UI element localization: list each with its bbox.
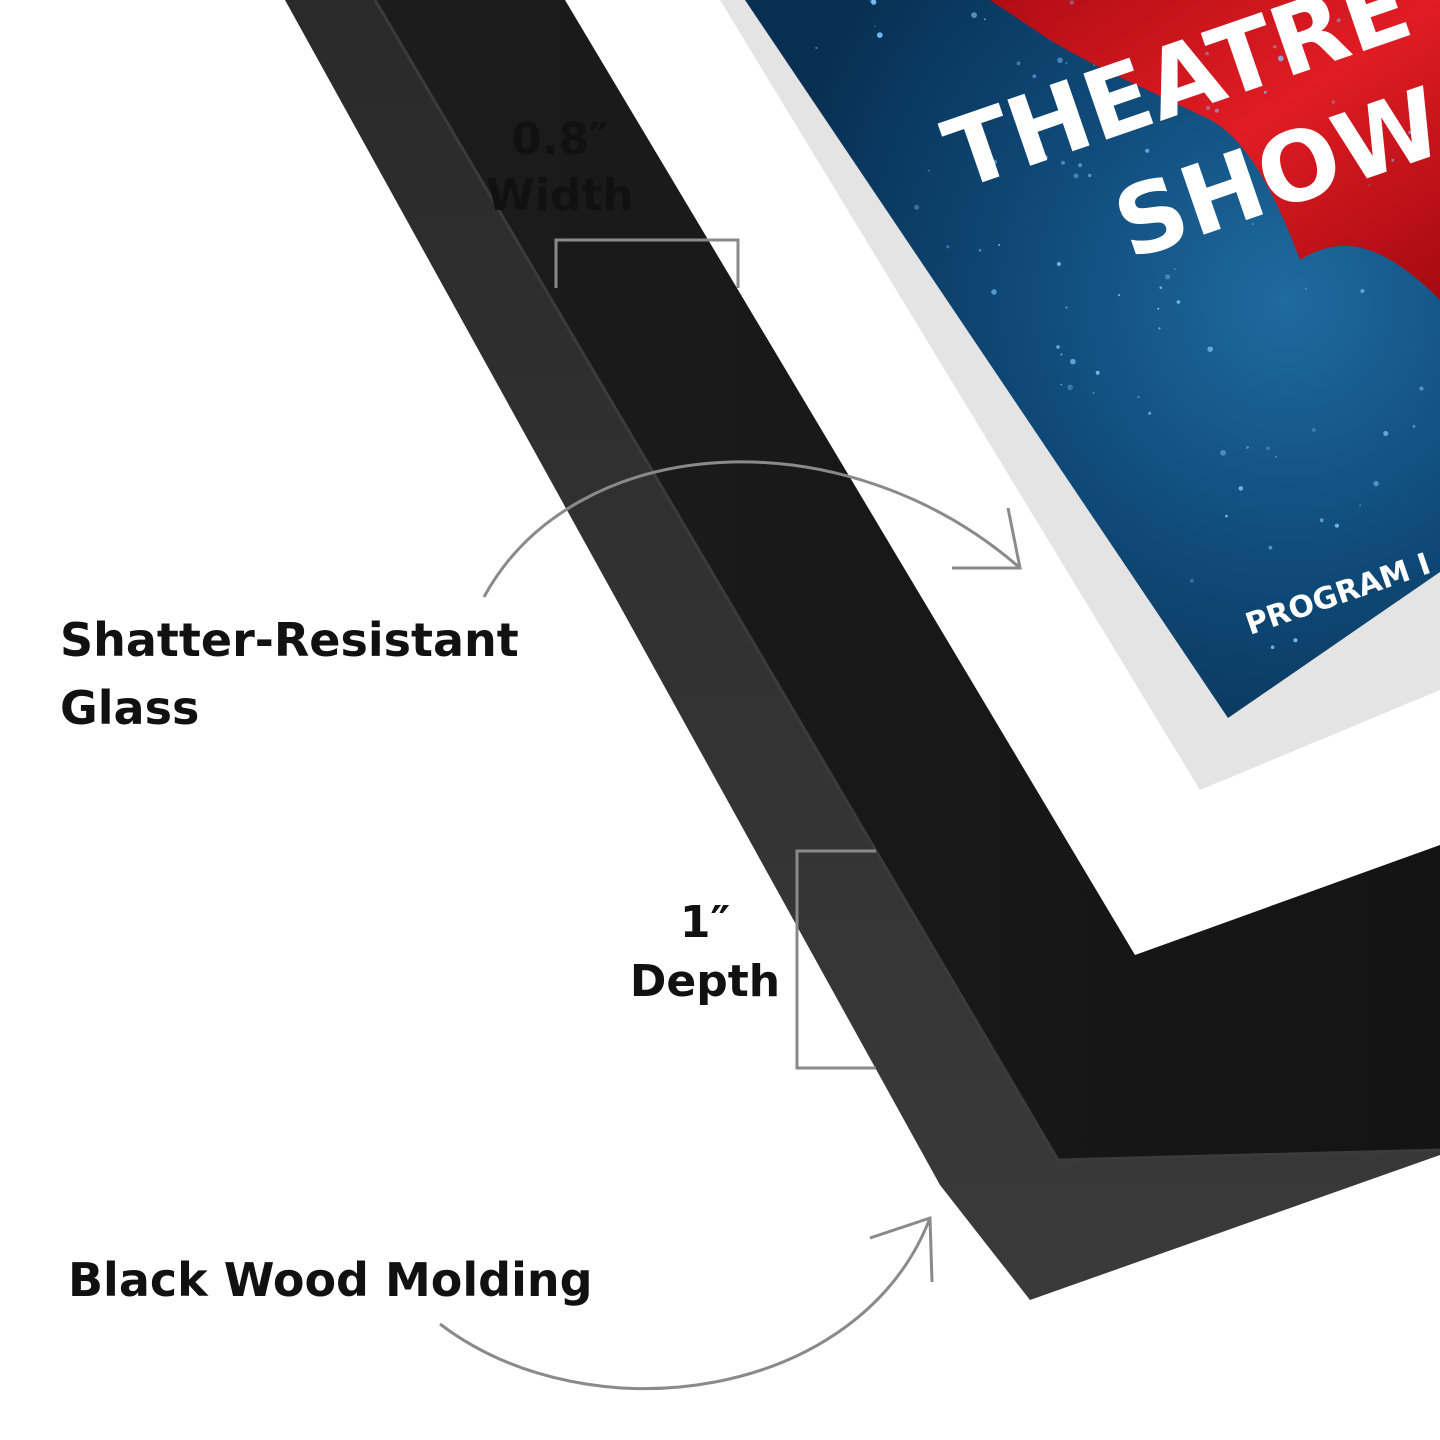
sparkle: [1190, 578, 1194, 583]
sparkle: [1246, 446, 1249, 449]
sparkle: [1368, 184, 1371, 187]
sparkle: [1061, 160, 1065, 165]
sparkle: [983, 18, 986, 21]
sparkle: [815, 46, 818, 50]
sparkle: [1274, 455, 1278, 459]
sparkle: [914, 204, 920, 210]
sparkle: [1176, 300, 1181, 304]
sparkle: [1173, 268, 1176, 270]
sparkle: [978, 248, 982, 252]
sparkle: [971, 12, 977, 18]
sparkle: [1078, 163, 1083, 168]
sparkle: [1331, 100, 1336, 104]
sparkle: [1032, 74, 1037, 79]
sparkle: [1088, 173, 1092, 178]
sparkle: [1157, 307, 1160, 310]
glass-line1: Shatter-Resistant: [60, 613, 519, 667]
sparkle: [1277, 55, 1284, 62]
sparkle: [1060, 383, 1063, 386]
sparkle: [1145, 148, 1150, 153]
sparkle: [1148, 411, 1152, 415]
sparkle: [1252, 223, 1254, 225]
sparkle: [1391, 158, 1395, 162]
sparkle: [1359, 504, 1361, 507]
sparkle: [1319, 518, 1324, 523]
sparkle: [1093, 64, 1095, 66]
sparkle: [1057, 57, 1063, 64]
glass-curved-arrow-icon: [482, 460, 1022, 598]
sparkle: [1159, 286, 1163, 289]
sparkle: [1016, 61, 1021, 66]
sparkle: [1215, 195, 1219, 198]
sparkle: [1067, 384, 1073, 391]
sparkle: [1072, 107, 1077, 112]
red-curtain: [990, 0, 1440, 300]
sparkle: [1214, 108, 1219, 113]
sparkle: [1373, 480, 1379, 487]
sparkle: [1162, 98, 1168, 103]
width-value: 0.8″: [511, 114, 609, 165]
depth-bracket-icon: [795, 849, 876, 1070]
sparkle: [1220, 449, 1226, 456]
sparkle: [1334, 523, 1339, 528]
sparkle: [1293, 638, 1298, 643]
sparkle: [1419, 386, 1424, 391]
sparkle: [1092, 391, 1095, 394]
sparkle: [1412, 424, 1416, 428]
sparkle: [1304, 287, 1307, 290]
sparkle: [1042, 154, 1048, 160]
sparkle: [1408, 130, 1412, 135]
sparkle: [927, 169, 930, 172]
sparkle: [1266, 446, 1271, 451]
depth-value: 1″: [679, 897, 731, 948]
sparkle: [873, 25, 876, 28]
sparkle: [992, 159, 997, 165]
poster-sparkles: [815, 0, 1424, 649]
sparkle: [1060, 353, 1063, 356]
sparkle: [1065, 306, 1068, 309]
sparkle: [1073, 173, 1079, 179]
sparkle: [1360, 289, 1365, 293]
sparkle: [876, 32, 883, 38]
sparkle: [1207, 346, 1213, 353]
sparkle: [871, 0, 877, 5]
sparkle: [1158, 327, 1161, 330]
glass-callout: Shatter-Resistant Glass: [60, 606, 519, 742]
sparkle: [1056, 345, 1060, 349]
sparkle: [1205, 51, 1209, 56]
sparkle: [1238, 486, 1244, 491]
sparkle: [1056, 262, 1061, 266]
sparkle: [998, 244, 1001, 246]
sparkle: [1095, 370, 1100, 375]
glass-line2: Glass: [60, 681, 200, 736]
sparkle: [991, 289, 997, 295]
sparkle: [1137, 395, 1140, 399]
sparkle: [1070, 358, 1076, 365]
sparkle: [1311, 428, 1316, 432]
sparkle: [1118, 294, 1121, 297]
sparkle: [1033, 154, 1038, 158]
molding-callout: Black Wood Molding: [68, 1253, 593, 1307]
sparkle: [1225, 514, 1228, 518]
molding-curved-arrow-icon: [439, 1215, 934, 1391]
sparkle: [1069, 0, 1075, 5]
sparkle: [1270, 645, 1275, 649]
depth-unit: Depth: [629, 956, 781, 1008]
sparkle: [1164, 274, 1171, 280]
width-callout: 0.8″ Width: [470, 112, 650, 225]
sparkle: [1065, 62, 1068, 64]
sparkle: [1383, 431, 1389, 436]
sparkle: [1273, 45, 1277, 49]
poster-artwork: THEATRE SHOW PROGRAM I: [745, 0, 1440, 718]
sparkle: [1268, 545, 1273, 550]
sparkle: [946, 245, 950, 249]
width-bracket-icon: [554, 238, 740, 288]
sparkle: [1263, 90, 1267, 94]
sparkle: [1336, 18, 1341, 23]
sparkle: [1205, 105, 1211, 111]
depth-callout: 1″ Depth: [610, 893, 800, 1012]
width-unit: Width: [486, 170, 634, 222]
sparkle: [1176, 41, 1181, 47]
